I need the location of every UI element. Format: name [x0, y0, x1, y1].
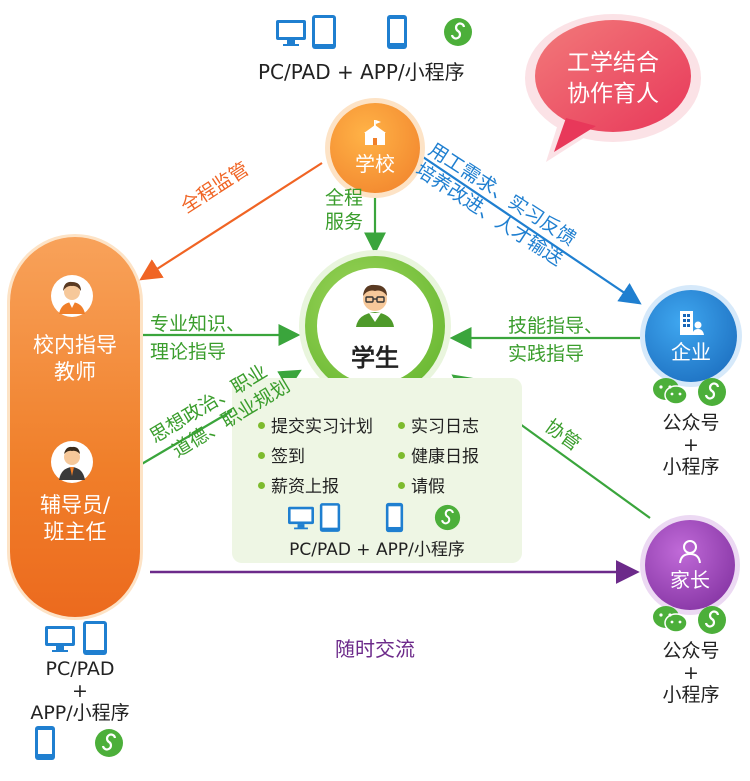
- enterprise-label: 企业: [671, 339, 711, 364]
- parent-channel-1: 公众号: [662, 640, 720, 662]
- teacher-label: 校内指导 教师: [10, 332, 140, 386]
- label-teacher-to-student-2: 理论指导: [150, 341, 227, 363]
- feature-item: 实习日志: [398, 412, 479, 442]
- counselor-label-1: 辅导员/: [39, 493, 111, 517]
- enterprise-building-icon: [680, 310, 704, 335]
- enterprise-channel-plus: +: [683, 434, 699, 456]
- parent-avatar-icon: [679, 539, 701, 563]
- miniprogram-icon: [698, 606, 726, 634]
- parent-label: 家长: [670, 567, 710, 592]
- feature-item: 健康日报: [398, 442, 479, 472]
- counselor-label: 辅导员/ 班主任: [10, 492, 140, 546]
- label-school-to-student-1: 全程: [324, 187, 363, 209]
- miniprogram-icon: [698, 378, 726, 406]
- teachers-devices-1: PC/PAD: [45, 658, 115, 680]
- feature-item: 签到: [258, 442, 373, 472]
- feature-item: 请假: [398, 472, 479, 502]
- student-devices-text: PC/PAD + APP/小程序: [289, 540, 465, 560]
- badge-line1: 工学结合: [567, 50, 659, 76]
- parent-channel-2: 小程序: [662, 684, 720, 706]
- label-enterprise-to-student: 技能指导、 实践指导: [508, 312, 603, 368]
- label-enterprise-to-student-2: 实践指导: [508, 343, 585, 365]
- badge-line2: 协作育人: [567, 81, 659, 107]
- wechat-icon: [653, 606, 688, 633]
- label-school-to-student: 全程 服务: [318, 186, 370, 234]
- feature-item: 薪资上报: [258, 472, 373, 502]
- teachers-devices-2: APP/小程序: [30, 702, 130, 724]
- feature-item: 提交实习计划: [258, 412, 373, 442]
- pc-icon: [288, 506, 314, 530]
- school-node[interactable]: 学校: [330, 103, 420, 193]
- phone-icon: [35, 726, 55, 760]
- pc-icon: [276, 20, 306, 46]
- feature-list-left: 提交实习计划 签到 薪资上报: [258, 412, 373, 502]
- miniprogram-icon: [434, 504, 461, 531]
- enterprise-channel-1: 公众号: [662, 412, 720, 434]
- teachers-devices-plus: +: [72, 680, 88, 702]
- teachers-devices-text: PC/PAD + APP/小程序: [5, 658, 155, 724]
- student-label: 学生: [351, 344, 399, 372]
- pc-icon: [45, 626, 75, 652]
- teacher-avatar-icon: [51, 275, 93, 317]
- pad-icon: [319, 503, 341, 532]
- enterprise-node[interactable]: 企业: [645, 290, 737, 382]
- parent-node[interactable]: 家长: [645, 520, 735, 610]
- miniprogram-icon: [444, 18, 472, 46]
- miniprogram-icon: [95, 729, 123, 757]
- label-teachers-to-parent: 随时交流: [335, 637, 415, 661]
- enterprise-channel-2: 小程序: [662, 456, 720, 478]
- parent-channels: 公众号 + 小程序: [645, 640, 737, 706]
- badge-bubble: [525, 14, 701, 162]
- pad-icon: [83, 621, 107, 655]
- student-avatar-icon: [356, 284, 394, 327]
- label-teacher-to-student-1: 专业知识、: [150, 313, 246, 335]
- counselor-avatar-icon: [51, 441, 93, 483]
- label-enterprise-to-student-1: 技能指导、: [508, 315, 604, 337]
- arrow-school-to-teacher: [139, 162, 323, 281]
- parent-channel-plus: +: [683, 662, 699, 684]
- label-teacher-to-student: 专业知识、 理论指导: [150, 310, 245, 366]
- badge-text: 工学结合 协作育人: [552, 48, 674, 110]
- feature-list-right: 实习日志 健康日报 请假: [398, 412, 479, 502]
- wechat-icon: [653, 378, 688, 405]
- teacher-label-1: 校内指导: [33, 333, 117, 357]
- school-building-icon: [364, 119, 386, 145]
- counselor-label-2: 班主任: [43, 520, 107, 544]
- school-label: 学校: [355, 151, 395, 176]
- phone-icon: [387, 15, 407, 49]
- enterprise-channels: 公众号 + 小程序: [645, 412, 737, 478]
- arrow-school-to-enterprise: [419, 154, 642, 305]
- school-devices-text: PC/PAD + APP/小程序: [258, 60, 465, 84]
- label-school-to-student-2: 服务: [324, 211, 363, 233]
- teacher-label-2: 教师: [54, 360, 96, 384]
- phone-icon: [385, 502, 404, 533]
- pad-icon: [312, 15, 336, 49]
